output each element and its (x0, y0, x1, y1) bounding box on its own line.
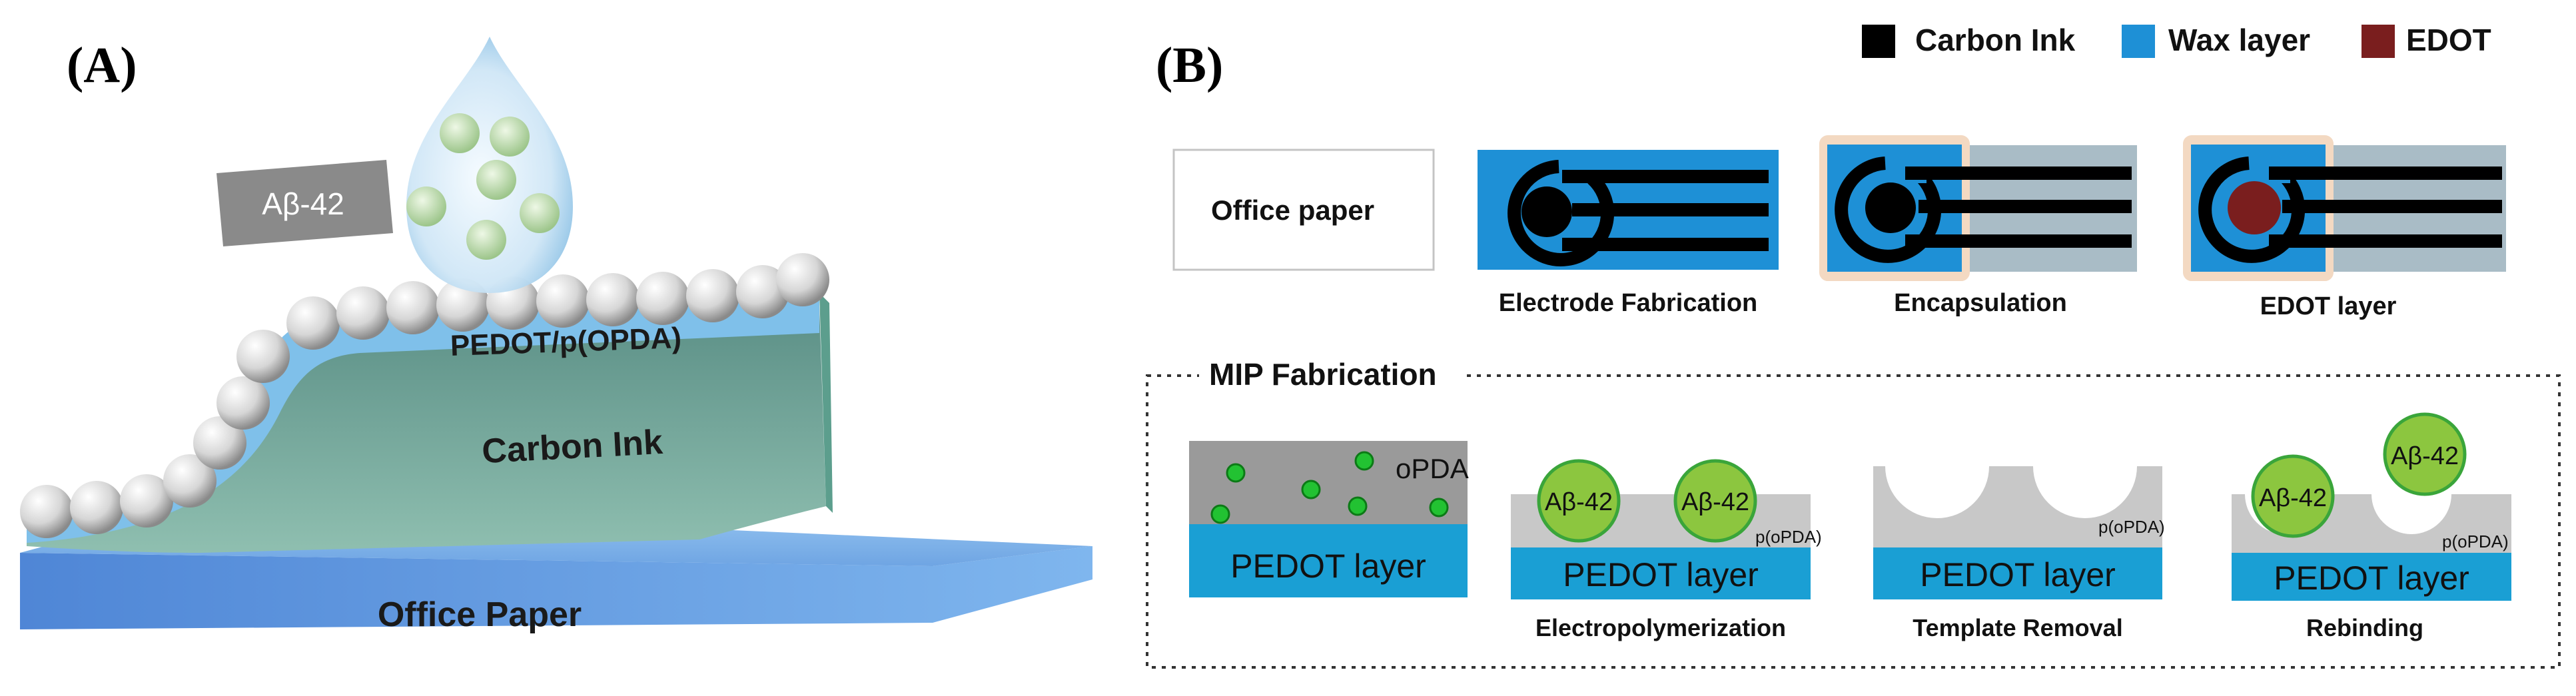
pedot-popda-label: PEDOT/p(OPDA) (450, 322, 682, 362)
analyte-tag-box (216, 160, 393, 246)
edot-layer-label: EDOT layer (2260, 292, 2397, 320)
abeta-label-4: Aβ-42 (2391, 442, 2459, 470)
pedot-layer (27, 293, 819, 543)
popda-label-3: p(oPDA) (2442, 531, 2509, 551)
electrode-fabrication-label: Electrode Fabrication (1499, 289, 1758, 317)
popda-label-1: p(oPDA) (1755, 527, 1822, 547)
mip-title-bg (1199, 356, 1466, 396)
panel-a-illustration: Aβ-42 PEDOT/p(OPDA) Carbon Ink Office Pa… (20, 37, 1092, 634)
electropolymerization-label: Electropolymerization (1535, 614, 1786, 641)
popda-label-2: p(oPDA) (2098, 517, 2165, 537)
droplet-particles (406, 113, 560, 260)
mip-stage-rebinding: Aβ-42 Aβ-42 p(oPDA) PEDOT layer Rebindin… (2232, 412, 2511, 641)
pedot-layer-label-3: PEDOT layer (1920, 556, 2116, 593)
pedot-layer-label-2: PEDOT layer (1563, 556, 1759, 593)
step-edot-layer: EDOT layer (2183, 135, 2506, 320)
pedot-layer-label-1: PEDOT layer (1230, 547, 1426, 585)
template-removal-label: Template Removal (1913, 614, 2122, 641)
mip-stage-template-removal: p(oPDA) PEDOT layer Template Removal (1873, 466, 2165, 641)
encapsulation-label: Encapsulation (1894, 289, 2067, 317)
office-paper-slab (20, 546, 1092, 629)
analyte-tag-text: Aβ-42 (262, 186, 344, 221)
panel-b-label: (B) (1156, 37, 1224, 93)
mip-stage-monomer: oPDA PEDOT layer (1189, 441, 1469, 597)
panel-a-label: (A) (67, 37, 137, 93)
step-electrode-fabrication: Electrode Fabrication (1478, 150, 1779, 317)
step-office-paper: Office paper (1172, 149, 1435, 271)
abeta-label-3: Aβ-42 (2259, 484, 2327, 512)
carbon-ink-layer (27, 306, 826, 553)
rebinding-label: Rebinding (2306, 614, 2423, 641)
legend-label-wax: Wax layer (2168, 23, 2310, 57)
legend: Carbon Ink Wax layer EDOT (1862, 23, 2491, 58)
legend-swatch-edot (2361, 25, 2395, 58)
office-paper-text: Office paper (1211, 194, 1374, 226)
pedot-layer-label-4: PEDOT layer (2274, 559, 2469, 597)
legend-swatch-carbon (1862, 25, 1895, 58)
sphere-row (20, 253, 829, 538)
abeta-label-2: Aβ-42 (1681, 488, 1749, 516)
mip-title: MIP Fabrication (1209, 357, 1437, 392)
legend-label-edot: EDOT (2406, 23, 2491, 57)
opda-label: oPDA (1396, 453, 1469, 484)
step-encapsulation: Encapsulation (1819, 135, 2137, 317)
abeta-label-1: Aβ-42 (1545, 488, 1613, 516)
legend-swatch-wax (2122, 25, 2155, 58)
mip-dashed-box (1146, 374, 2561, 669)
office-paper-label: Office Paper (378, 595, 582, 634)
carbon-ink-label: Carbon Ink (481, 423, 663, 471)
mip-stage-electropolymerization: Aβ-42 Aβ-42 p(oPDA) PEDOT layer Electrop… (1511, 459, 1822, 641)
legend-label-carbon: Carbon Ink (1915, 23, 2076, 57)
layer-edge (819, 293, 833, 513)
